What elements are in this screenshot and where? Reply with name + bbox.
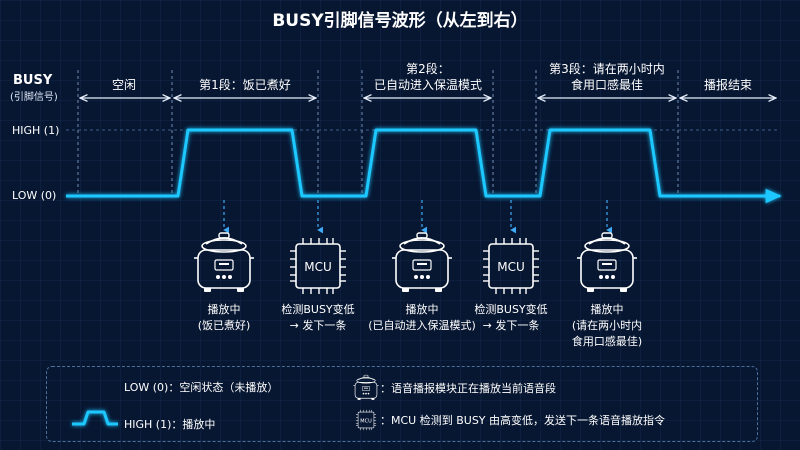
segment-label-idle: 空闲 xyxy=(112,78,136,92)
mcu-chip-icon: MCU xyxy=(289,237,347,295)
segment-label-end: 播报结束 xyxy=(704,77,752,92)
mcu-chip-label: MCU xyxy=(497,260,525,274)
event-caption-4-line1: 检测BUSY变低 xyxy=(474,302,547,316)
legend-low-text: LOW (0)：空闲状态（未播放） xyxy=(124,380,278,394)
busy-axis-subname: (引脚信号) xyxy=(10,90,58,103)
event-caption-5-line1: 播放中 xyxy=(591,302,624,316)
segment-label-2-line1: 第2段： xyxy=(406,61,450,76)
segment-label-1: 第1段：饭已煮好 xyxy=(199,77,291,92)
mcu-chip-label: MCU xyxy=(304,260,332,274)
high-level-label: HIGH (1) xyxy=(12,124,59,137)
busy-axis-name: BUSY xyxy=(13,73,53,88)
rice-cooker-icon xyxy=(576,232,638,293)
busy-signal-waveform xyxy=(66,128,782,204)
legend-mcu-text: ：MCU 检测到 BUSY 由高变低，发送下一条语音播放指令 xyxy=(380,413,665,427)
legend-panel xyxy=(46,366,758,442)
rice-cooker-icon xyxy=(193,232,255,293)
legend-high-text: HIGH (1)：播放中 xyxy=(124,417,215,431)
event-caption-1-line1: 播放中 xyxy=(208,302,241,316)
rice-cooker-icon xyxy=(391,232,453,293)
segment-label-3-line2: 食用口感最佳 xyxy=(571,77,643,92)
event-caption-1-line2: (饭已煮好) xyxy=(198,318,251,332)
event-caption-2-line2: → 发下一条 xyxy=(290,318,347,332)
legend-high-swatch xyxy=(72,410,118,426)
event-caption-5-line3: 食用口感最佳) xyxy=(572,334,642,348)
event-caption-4-line2: → 发下一条 xyxy=(483,318,540,332)
segment-label-2-line2: 已自动进入保温模式 xyxy=(374,78,482,92)
diagram-title: BUSY引脚信号波形（从左到右） xyxy=(272,10,527,31)
segment-label-3-line1: 第3段：请在两小时内 xyxy=(549,61,665,76)
legend-cooker-text: ：语音播报模块正在播放当前语音段 xyxy=(380,381,556,395)
event-caption-3-line2: (已自动进入保温模式) xyxy=(368,318,476,332)
event-caption-5-line2: (请在两小时内 xyxy=(572,318,642,332)
segment-boundaries xyxy=(77,70,679,196)
mcu-chip-icon: MCU xyxy=(355,409,377,431)
event-caption-3-line1: 播放中 xyxy=(406,302,439,316)
legend-mcu-chip-label: MCU xyxy=(360,419,372,425)
mcu-chip-icon: MCU xyxy=(482,237,540,295)
low-level-label: LOW (0) xyxy=(12,189,56,202)
event-caption-2-line1: 检测BUSY变低 xyxy=(281,302,354,316)
